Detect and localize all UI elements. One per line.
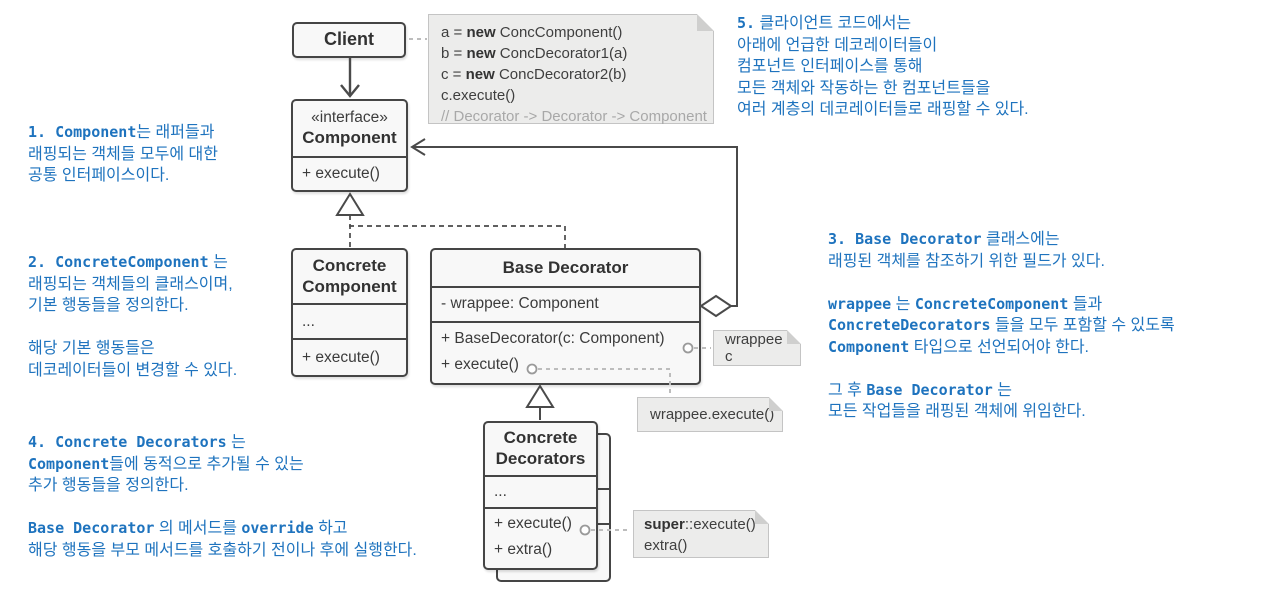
interface-stereotype: «interface» bbox=[311, 109, 388, 126]
text-line: a = new ConcComponent() bbox=[441, 24, 623, 41]
class-concrete-component: Concrete Component ... + execute() bbox=[291, 248, 408, 377]
class-base-decorator-title: Base Decorator bbox=[502, 257, 629, 277]
class-client-title: Client bbox=[323, 29, 374, 50]
text-line: Component 타입으로 선언되어야 한다. bbox=[828, 337, 1089, 356]
text-line: 5. 클라이언트 코드에서는 bbox=[737, 14, 912, 32]
class-concrete-decorators: Concrete Decorators ... + execute() + ex… bbox=[483, 421, 598, 570]
super-execute-note: super::execute()extra() bbox=[633, 510, 769, 558]
text-line bbox=[828, 358, 1175, 380]
text-line bbox=[828, 272, 1175, 294]
text-line: 래핑되는 객체들의 클래스이며, bbox=[28, 275, 233, 293]
concrete-decorators-method-extra: + extra() bbox=[494, 541, 553, 558]
wrappee-assign-text: wrappee = c bbox=[725, 331, 796, 365]
text-line: super::execute() bbox=[644, 516, 756, 533]
text-line: 3. Base Decorator 클래스에는 bbox=[828, 230, 1060, 248]
class-component: «interface» Component + execute() bbox=[291, 99, 408, 192]
text-line: 해당 행동을 부모 메서드를 호출하기 전이나 후에 실행한다. bbox=[28, 541, 417, 559]
text-line: 모든 객체와 작동하는 한 컴포넌트들을 bbox=[737, 79, 991, 97]
text-line: 래핑된 객체를 참조하기 위한 필드가 있다. bbox=[828, 252, 1105, 270]
text-line: 공통 인터페이스이다. bbox=[28, 167, 170, 184]
text-line: 4. Concrete Decorators 는 bbox=[28, 433, 246, 451]
wrappee-execute-text: wrappee.execute() bbox=[650, 406, 775, 423]
text-line: 래핑되는 객체들 모두에 대한 bbox=[28, 145, 218, 163]
text-line: Base Decorator 의 메서드를 override 하고 bbox=[28, 519, 348, 537]
base-decorator-method-constructor: + BaseDecorator(c: Component) bbox=[441, 330, 665, 347]
text-line: 추가 행동들을 정의한다. bbox=[28, 477, 189, 494]
text-line: 여러 계층의 데코레이터들로 래핑할 수 있다. bbox=[737, 101, 1029, 118]
realization-triangle bbox=[335, 192, 365, 216]
text-line: 그 후 Base Decorator 는 bbox=[828, 380, 1012, 399]
text-line: c = new ConcDecorator2(b) bbox=[441, 66, 627, 83]
class-base-decorator: Base Decorator - wrappee: Component + Ba… bbox=[430, 248, 701, 385]
base-decorator-method-execute: + execute() bbox=[441, 356, 519, 373]
text-line: extra() bbox=[644, 537, 688, 554]
text-line: // Decorator -> Decorator -> Component bbox=[441, 108, 707, 125]
text-line: c.execute() bbox=[441, 87, 516, 104]
concrete-component-method-execute: + execute() bbox=[293, 338, 406, 375]
text-line: 기본 행동들을 정의한다. bbox=[28, 297, 189, 314]
text-line: 2. ConcreteComponent 는 bbox=[28, 253, 228, 271]
concrete-decorators-ellipsis: ... bbox=[485, 474, 596, 507]
class-concrete-component-title: Concrete Component bbox=[302, 256, 397, 296]
inheritance-triangle bbox=[525, 384, 555, 408]
text-line: 모든 작업들을 래핑된 객체에 위임한다. bbox=[828, 403, 1086, 420]
text-line: wrappee 는 ConcreteComponent 들과 bbox=[828, 294, 1103, 313]
concrete-component-ellipsis: ... bbox=[293, 303, 406, 338]
text-line: ConcreteDecorators 들을 모두 포함할 수 있도록 bbox=[828, 316, 1175, 334]
component-method-execute: + execute() bbox=[293, 156, 406, 190]
concrete-decorators-methods: + execute() + extra() bbox=[485, 507, 596, 568]
text-line bbox=[28, 317, 237, 339]
text-line: b = new ConcDecorator1(a) bbox=[441, 45, 628, 62]
text-line: 데코레이터들이 변경할 수 있다. bbox=[28, 361, 238, 379]
wrappee-execute-note: wrappee.execute() bbox=[637, 397, 783, 432]
base-decorator-methods: + BaseDecorator(c: Component) + execute(… bbox=[432, 321, 699, 383]
wrappee-assign-note: wrappee = c bbox=[713, 330, 801, 366]
annotation-4-concrete-decorators: 4. Concrete Decorators 는 Component들에 동적으로… bbox=[28, 432, 417, 561]
text-line: 해당 기본 행동들은 bbox=[28, 340, 155, 357]
text-line: 아래에 언급한 데코레이터들이 bbox=[737, 36, 938, 54]
base-decorator-field-wrappee: - wrappee: Component bbox=[432, 285, 699, 321]
class-component-title: Component bbox=[302, 127, 397, 147]
text-line: Component들에 동적으로 추가될 수 있는 bbox=[28, 454, 304, 473]
text-line: 컴포넌트 인터페이스를 통해 bbox=[737, 58, 923, 75]
concrete-decorators-method-execute: + execute() bbox=[494, 515, 572, 532]
client-to-component-arrow bbox=[340, 58, 360, 98]
text-line: 1. Component는 래퍼들과 bbox=[28, 123, 215, 141]
text-line bbox=[28, 497, 417, 519]
class-client: Client bbox=[292, 22, 406, 58]
realization-dashed-lines bbox=[349, 215, 566, 248]
client-code-note: a = new ConcComponent() b = new ConcDecor… bbox=[428, 14, 714, 125]
class-component-header: «interface» Component bbox=[293, 101, 406, 156]
aggregation-diamond bbox=[699, 294, 733, 318]
class-concrete-decorators-title: Concrete Decorators bbox=[495, 428, 586, 468]
